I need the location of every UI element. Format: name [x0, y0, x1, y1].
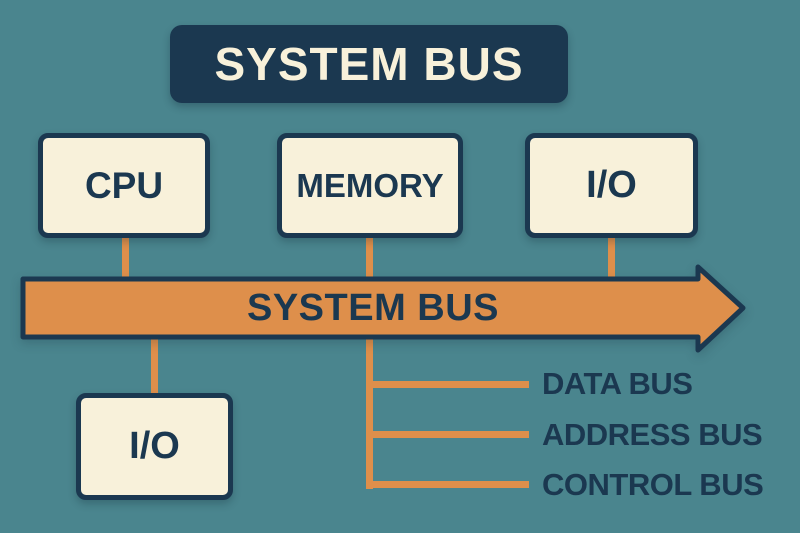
memory-label: MEMORY: [296, 166, 444, 204]
wire-address-bus-branch: [366, 431, 529, 438]
io-bottom-label: I/O: [129, 425, 180, 467]
bus-arrow-text: SYSTEM BUS: [246, 286, 500, 329]
cpu-label: CPU: [84, 164, 164, 206]
control-bus-label: CONTROL BUS: [542, 467, 764, 502]
right-arrow-icon: [20, 264, 746, 353]
io-top-label: I/O: [586, 164, 637, 206]
wire-cpu-to-bus: [122, 235, 129, 283]
wire-data-bus-branch: [366, 381, 529, 388]
io-top-box: I/O: [525, 133, 698, 238]
wire-branch-trunk: [366, 334, 373, 489]
title-text: SYSTEM BUS: [214, 38, 524, 90]
wire-memory-to-bus: [366, 235, 373, 283]
data-bus-label: DATA BUS: [542, 366, 693, 401]
wire-io-to-bus: [608, 235, 615, 283]
bus-arrow-label: SYSTEM BUS: [23, 280, 723, 336]
cpu-box: CPU: [38, 133, 210, 238]
wire-bus-to-io-bottom: [151, 334, 158, 395]
wire-control-bus-branch: [366, 481, 529, 488]
title-banner: SYSTEM BUS: [170, 25, 568, 103]
io-bottom-box: I/O: [76, 393, 233, 500]
address-bus-label: ADDRESS BUS: [542, 417, 763, 452]
memory-box: MEMORY: [277, 133, 463, 238]
